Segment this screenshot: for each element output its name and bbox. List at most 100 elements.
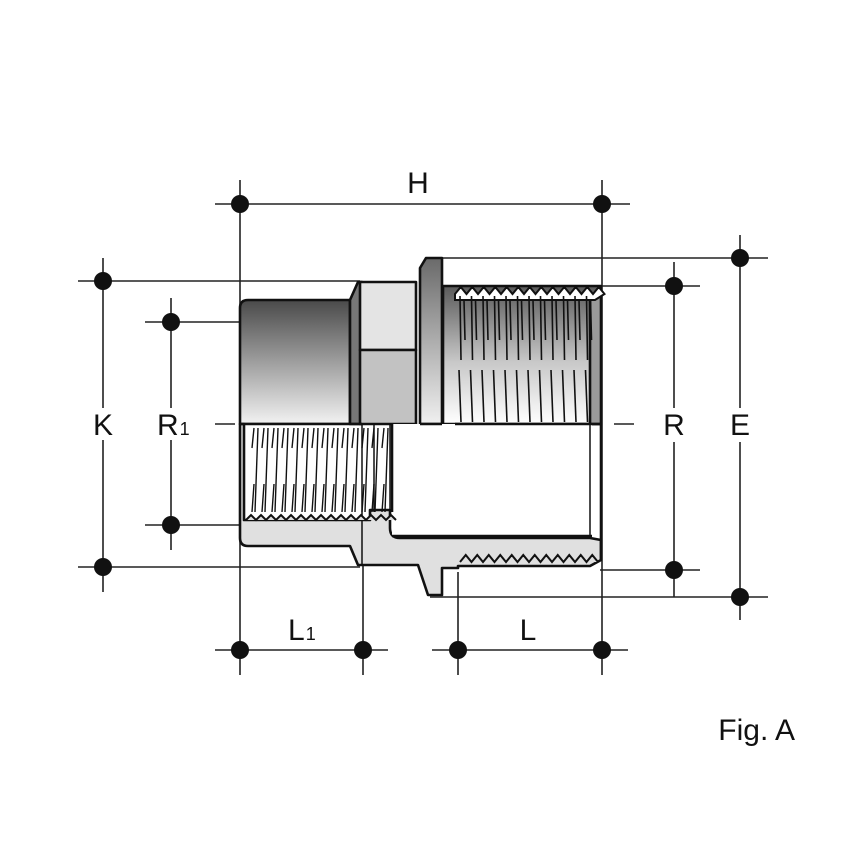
thread-line	[371, 483, 375, 513]
thread-line	[543, 299, 547, 341]
label-l: L	[520, 614, 537, 647]
hex-nut-upper	[358, 280, 418, 352]
dot-r-bottom	[665, 561, 683, 579]
thread-line	[254, 427, 259, 513]
thread-line	[589, 299, 593, 341]
thread-line	[271, 427, 275, 449]
thread-line	[584, 369, 589, 423]
thread-line	[550, 369, 554, 423]
thread-line	[274, 427, 279, 513]
thread-line	[281, 427, 285, 449]
thread-line	[371, 427, 375, 449]
flange	[418, 256, 444, 426]
dot-l-right	[593, 641, 611, 659]
socket-exterior	[238, 298, 352, 426]
female-thread-crests	[245, 513, 397, 522]
thread-line	[251, 427, 255, 449]
dimension-points	[94, 195, 749, 659]
thread-line	[294, 427, 299, 513]
thread-line	[482, 295, 485, 361]
dot-h-left	[231, 195, 249, 213]
thread-line	[555, 299, 558, 341]
thread-line	[331, 483, 335, 513]
dot-e-bottom	[731, 588, 749, 606]
thread-line	[261, 427, 265, 449]
male-bottom-thread-crests	[459, 553, 599, 564]
thread-line	[311, 483, 315, 513]
label-r: R	[663, 409, 685, 442]
thread-line	[381, 427, 385, 449]
dot-h-right	[593, 195, 611, 213]
thread-line	[264, 427, 269, 513]
thread-line	[585, 295, 589, 361]
thread-line	[509, 299, 512, 341]
thread-line	[578, 299, 581, 341]
thread-line	[493, 295, 497, 361]
thread-line	[384, 427, 389, 513]
thread-line	[374, 427, 379, 513]
thread-line	[364, 427, 369, 513]
thread-line	[271, 483, 275, 513]
thread-line	[532, 299, 535, 341]
thread-line	[516, 295, 520, 361]
thread-line	[261, 483, 265, 513]
thread-line	[561, 369, 566, 423]
thread-line	[515, 369, 520, 423]
thread-line	[351, 483, 355, 513]
thread-line	[574, 295, 577, 361]
dot-k-bottom	[94, 558, 112, 576]
thread-line	[344, 427, 349, 513]
thread-line	[470, 295, 474, 361]
thread-line	[566, 299, 570, 341]
thread-line	[291, 483, 295, 513]
dot-l1-right	[354, 641, 372, 659]
wall-section	[238, 422, 603, 597]
thread-line	[251, 483, 255, 513]
thread-line	[573, 369, 577, 423]
thread-line	[301, 483, 305, 513]
label-l1: L1	[288, 614, 316, 647]
thread-line	[354, 427, 359, 513]
thread-line	[551, 295, 554, 361]
hex-nut-lower	[358, 348, 418, 426]
male-end	[588, 292, 603, 426]
thread-line	[474, 299, 478, 341]
thread-line	[381, 483, 385, 513]
thread-line	[351, 427, 355, 449]
label-r1: R1	[157, 409, 190, 442]
dot-l-left	[449, 641, 467, 659]
figure-caption: Fig. A	[718, 714, 795, 747]
label-e: E	[730, 409, 750, 442]
thread-line	[284, 427, 289, 513]
dot-l1-left	[231, 641, 249, 659]
thread-line	[458, 369, 462, 423]
thread-line	[311, 427, 315, 449]
thread-line	[463, 299, 466, 341]
male-thread-lines	[458, 295, 593, 423]
thread-line	[281, 483, 285, 513]
dot-r-top	[665, 277, 683, 295]
thread-line	[481, 369, 485, 423]
thread-line	[321, 427, 325, 449]
thread-line	[497, 299, 501, 341]
thread-line	[314, 427, 319, 513]
label-k: K	[93, 409, 113, 442]
thread-line	[331, 427, 335, 449]
thread-line	[304, 427, 309, 513]
thread-line	[538, 369, 543, 423]
thread-line	[539, 295, 543, 361]
thread-line	[486, 299, 489, 341]
thread-line	[459, 295, 462, 361]
thread-line	[492, 369, 497, 423]
male-thread-crests	[454, 285, 606, 301]
thread-line	[324, 427, 329, 513]
thread-line	[341, 427, 345, 449]
dot-k-top	[94, 272, 112, 290]
thread-line	[361, 483, 365, 513]
label-h: H	[407, 167, 429, 200]
thread-line	[469, 369, 474, 423]
thread-line	[528, 295, 531, 361]
dot-e-top	[731, 249, 749, 267]
thread-line	[334, 427, 339, 513]
